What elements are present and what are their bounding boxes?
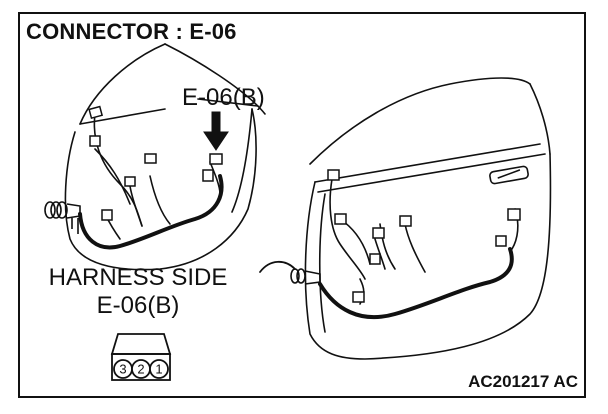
figure-code: AC201217 AC bbox=[468, 372, 578, 391]
left-grommet bbox=[44, 201, 81, 234]
pin-1-label: 1 bbox=[155, 362, 162, 377]
right-harness bbox=[259, 178, 519, 320]
connector-face: 3 2 1 bbox=[110, 333, 172, 381]
door-harness-illustration: 3 2 1 bbox=[44, 43, 552, 381]
pin-2-label: 2 bbox=[137, 362, 144, 377]
right-door-outline bbox=[304, 77, 552, 360]
pin-3-label: 3 bbox=[119, 362, 126, 377]
connector-callout-label: E-06(B) bbox=[182, 84, 265, 111]
diagram-title: CONNECTOR : E-06 bbox=[26, 19, 237, 44]
harness-side-line2: E-06(B) bbox=[96, 292, 180, 319]
left-harness bbox=[78, 113, 224, 250]
pin-1 bbox=[149, 359, 169, 379]
diagram-frame: 3 2 1 CONNECTOR : E-06 E-06(B) HARNESS S… bbox=[18, 12, 586, 398]
left-connectors bbox=[88, 105, 223, 221]
connector-e06b-target bbox=[209, 153, 223, 165]
harness-side-label: HARNESS SIDE E-06(B) bbox=[38, 264, 238, 320]
harness-side-line1: HARNESS SIDE bbox=[48, 264, 228, 291]
left-door-outline bbox=[64, 43, 266, 271]
right-grommet bbox=[290, 268, 321, 285]
callout-arrow bbox=[203, 111, 229, 151]
right-connectors bbox=[327, 169, 521, 303]
